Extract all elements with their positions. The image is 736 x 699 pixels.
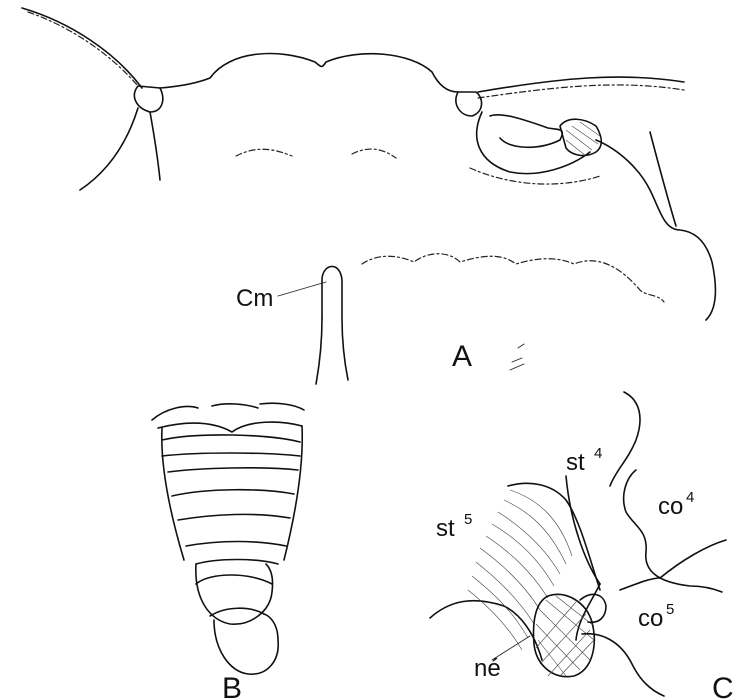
panel-a-drawing: [22, 8, 715, 384]
label-ne: né: [474, 655, 501, 682]
label-cm: Cm: [236, 285, 273, 312]
label-st5: st: [436, 515, 455, 542]
panel-c-drawing: [430, 392, 726, 696]
label-co5-sup: 5: [666, 601, 674, 618]
panel-label-b: B: [222, 672, 242, 699]
panel-b-drawing: [152, 403, 304, 674]
panel-label-c: C: [712, 672, 734, 699]
label-co4: co: [658, 493, 683, 520]
label-st5-sup: 5: [464, 511, 472, 528]
panel-label-a: A: [452, 340, 472, 373]
label-st4: st: [566, 449, 585, 476]
label-st4-sup: 4: [594, 445, 602, 462]
label-co5: co: [638, 605, 663, 632]
label-co4-sup: 4: [686, 489, 694, 506]
